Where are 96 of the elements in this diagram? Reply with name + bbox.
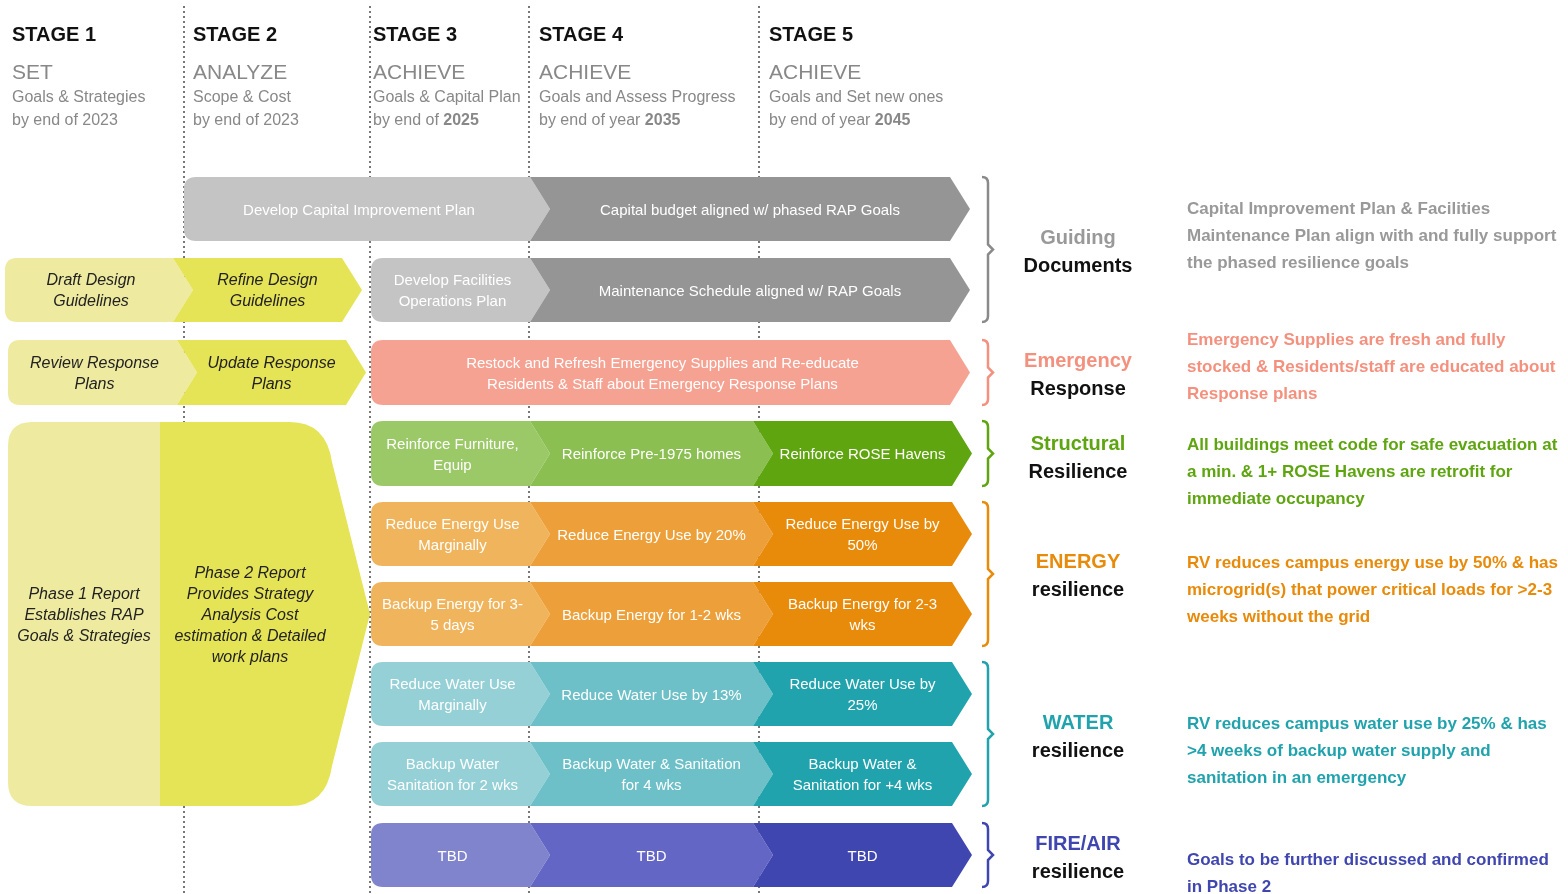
phase-shape xyxy=(160,422,370,806)
stage-action: ACHIEVE xyxy=(373,60,467,84)
step-text: Reduce Energy Use Marginally xyxy=(384,514,521,555)
step-text: Backup Energy for 1-2 wks xyxy=(561,604,742,625)
step-text: Reduce Water Use by 25% xyxy=(788,674,937,715)
category-title: resilience xyxy=(1030,577,1126,601)
stage-heading: STAGE 1 xyxy=(12,22,98,46)
chevron-step xyxy=(371,662,550,726)
chevron-step xyxy=(530,421,773,486)
step-text: Phase 2 Report Provides Strategy Analysis Cost estimation & Detailed work plans xyxy=(173,562,327,667)
chevron-step xyxy=(753,823,972,887)
step-text: Reinforce ROSE Havens xyxy=(779,444,946,464)
stage-deadline: by end of 2023 xyxy=(12,110,119,130)
chevron-step xyxy=(753,742,972,806)
step-text: TBD xyxy=(636,845,667,866)
chevron-step xyxy=(530,662,773,726)
category-title: Emergency xyxy=(1023,348,1133,372)
category-title: Documents xyxy=(1022,253,1134,277)
step-text: Review Response Plans xyxy=(29,352,160,394)
step-text: Backup Water Sanitation for 2 wks xyxy=(386,754,519,795)
chevron-step xyxy=(371,258,550,322)
step-text: Draft Design Guidelines xyxy=(45,270,137,311)
stage-description: Goals & Strategies xyxy=(12,87,147,107)
step-text: Restock and Refresh Emergency Supplies and Re-educate Residents & Staff about Emergency Response Plans xyxy=(465,352,860,394)
chevron-step xyxy=(530,502,773,566)
category-title: WATER xyxy=(1041,710,1115,734)
goal-description: All buildings meet code for safe evacuation at a min. & 1+ ROSE Havens are retrofit for immediate occupancy xyxy=(1187,434,1559,510)
step-text: Reduce Water Use Marginally xyxy=(388,674,517,715)
goal-description: Goals to be further discussed and confirmed in Phase 2 xyxy=(1187,849,1550,894)
category-title: resilience xyxy=(1030,859,1126,883)
step-text: Reduce Water Use by 13% xyxy=(561,684,742,705)
step-text: Develop Facilities Operations Plan xyxy=(392,270,513,311)
chevron-step xyxy=(184,177,550,241)
step-text: Backup Energy for 2-3 wks xyxy=(786,594,939,635)
chevron-step xyxy=(530,742,773,806)
category-title: FIRE/AIR xyxy=(1034,831,1122,855)
stage-heading: STAGE 2 xyxy=(193,22,279,46)
chevron-step xyxy=(371,742,550,806)
stage-deadline: by end of year 2035 xyxy=(539,110,682,130)
chevron-step xyxy=(8,340,197,405)
stage-deadline: by end of 2025 xyxy=(373,110,480,130)
step-text: Reinforce Pre-1975 homes xyxy=(561,444,742,464)
step-text: Capital budget aligned w/ phased RAP Goals xyxy=(600,199,900,220)
goal-description: Capital Improvement Plan & Facilities Maintenance Plan align with and fully support the phased resilience goals xyxy=(1187,198,1558,274)
step-text: Develop Capital Improvement Plan xyxy=(243,199,475,220)
stage-heading: STAGE 4 xyxy=(539,22,625,46)
goal-description: RV reduces campus energy use by 50% & has microgrid(s) that power critical loads for >2-3 weeks without the grid xyxy=(1187,552,1560,628)
step-text: Backup Energy for 3-5 days xyxy=(381,594,524,635)
chevron-step xyxy=(5,258,193,322)
step-text: Reduce Energy Use by 50% xyxy=(784,514,941,555)
category-title: Resilience xyxy=(1027,459,1129,483)
chevron-step xyxy=(173,258,362,322)
step-text: Reinforce Furniture, Equip xyxy=(385,433,520,475)
category-title: resilience xyxy=(1030,738,1126,762)
chevron-step xyxy=(371,340,970,405)
chevron-step xyxy=(753,502,972,566)
chevron-step xyxy=(753,662,972,726)
category-title: Guiding xyxy=(1039,225,1117,249)
stage-description: Goals & Capital Plan xyxy=(373,87,522,107)
stage-description: Goals and Assess Progress xyxy=(539,87,737,107)
stage-action: ANALYZE xyxy=(193,60,289,84)
stage-action: ACHIEVE xyxy=(539,60,633,84)
step-text: Reduce Energy Use by 20% xyxy=(557,524,746,545)
chevron-step xyxy=(371,823,550,887)
phase-shape xyxy=(8,422,160,806)
chevron-step xyxy=(371,502,550,566)
category-title: Response xyxy=(1029,376,1127,400)
chevron-step xyxy=(177,340,366,405)
category-title: Structural xyxy=(1029,431,1127,455)
step-text: TBD xyxy=(437,845,468,866)
stage-deadline: by end of 2023 xyxy=(193,110,300,130)
goal-description: RV reduces campus water use by 25% & has >4 weeks of backup water supply and sanitation in an emergency xyxy=(1187,713,1548,789)
stage-heading: STAGE 3 xyxy=(373,22,459,46)
stage-deadline: by end of year 2045 xyxy=(769,110,912,130)
stage-description: Goals and Set new ones xyxy=(769,87,945,107)
step-text: TBD xyxy=(847,845,878,866)
step-text: Backup Water & Sanitation for 4 wks xyxy=(561,754,742,795)
goal-description: Emergency Supplies are fresh and fully stocked & Residents/staff are educated about Response plans xyxy=(1187,329,1557,405)
stage-action: SET xyxy=(12,60,54,84)
chevron-step xyxy=(753,421,972,486)
chevron-step xyxy=(753,582,972,646)
chevron-step xyxy=(530,177,970,241)
stage-action: ACHIEVE xyxy=(769,60,863,84)
step-text: Refine Design Guidelines xyxy=(216,270,319,311)
chevron-step xyxy=(371,582,550,646)
stage-description: Scope & Cost xyxy=(193,87,292,107)
step-text: Update Response Plans xyxy=(206,352,337,394)
stage-heading: STAGE 5 xyxy=(769,22,855,46)
chevron-step xyxy=(371,421,550,486)
step-text: Maintenance Schedule aligned w/ RAP Goals xyxy=(598,280,902,301)
step-text: Backup Water & Sanitation for +4 wks xyxy=(791,754,934,795)
chevron-step xyxy=(530,823,773,887)
step-text: Phase 1 Report Establishes RAP Goals & Strategies xyxy=(16,583,152,646)
chevron-step xyxy=(530,582,773,646)
category-title: ENERGY xyxy=(1034,549,1122,573)
chevron-step xyxy=(530,258,970,322)
